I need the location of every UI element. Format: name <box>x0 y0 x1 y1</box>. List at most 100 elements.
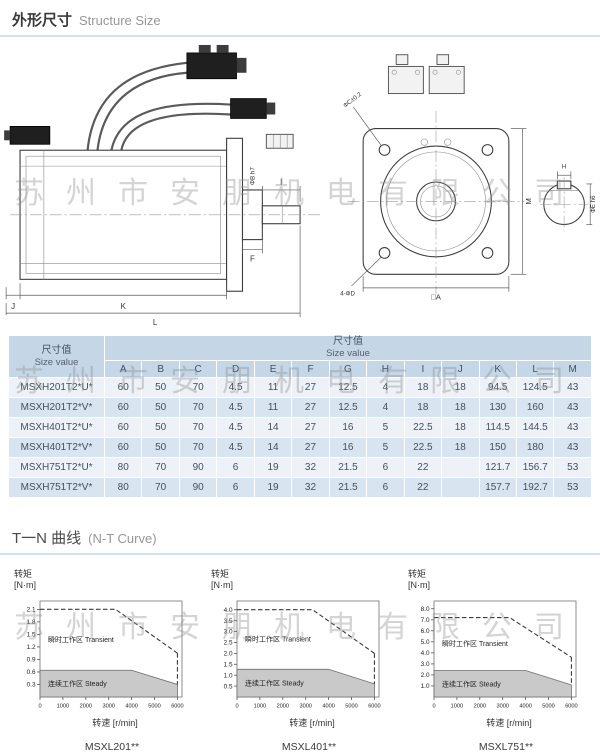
svg-text:2.0: 2.0 <box>421 672 430 679</box>
x-axis-label: 转速 [r/min] <box>92 718 138 728</box>
svg-text:3000: 3000 <box>496 704 508 710</box>
svg-text:1.5: 1.5 <box>224 661 233 668</box>
svg-text:1.0: 1.0 <box>421 683 430 690</box>
value-cell: 90 <box>178 477 218 498</box>
svg-text:4.0: 4.0 <box>421 650 430 657</box>
mounting-hole-icon <box>481 247 494 259</box>
table-col-header: A <box>103 360 143 378</box>
value-cell: 130 <box>478 397 517 418</box>
dim-label-k: K <box>121 302 127 311</box>
value-cell: 18 <box>403 397 443 418</box>
value-cell: 70 <box>178 437 218 458</box>
value-cell: 60 <box>103 417 143 438</box>
table-col-header: K <box>478 360 517 378</box>
svg-text:6.0: 6.0 <box>421 628 430 635</box>
group-header-cell: 尺寸值 Size value <box>104 335 592 361</box>
svg-text:5.0: 5.0 <box>421 639 430 646</box>
y-axis-label: 转矩[N·m] <box>211 569 233 590</box>
motor-side-view-drawing: J K L I F ΦB h7 <box>4 44 322 327</box>
value-cell: 80 <box>103 477 143 498</box>
encoder-connector-icon <box>230 98 267 119</box>
chart-model-label: MSXL751** <box>478 741 534 753</box>
value-cell: 5 <box>366 437 405 458</box>
svg-text:3000: 3000 <box>299 704 311 710</box>
structure-title-cn: 外形尺寸 <box>12 12 73 29</box>
svg-text:0: 0 <box>432 704 435 710</box>
value-cell: 124.5 <box>515 377 555 398</box>
svg-text:0: 0 <box>235 704 238 710</box>
shaft-detail-drawing: H ΦE h6 <box>539 163 596 232</box>
mounting-hole-icon <box>378 144 391 156</box>
connector-front-icon <box>387 65 424 95</box>
row-header-en: Size value <box>34 356 79 368</box>
value-cell: 4 <box>366 397 405 418</box>
svg-text:3000: 3000 <box>102 704 114 710</box>
value-cell: 180 <box>515 437 555 458</box>
value-cell: 18 <box>441 417 480 438</box>
svg-text:1000: 1000 <box>451 704 463 710</box>
value-cell: 50 <box>141 417 180 438</box>
row-header-cell: 尺寸值 Size value <box>8 335 105 378</box>
chart-model-label: MSXL201** <box>84 741 140 753</box>
value-cell: 80 <box>103 457 143 478</box>
model-cell: MSXH401T2*U* <box>8 417 105 438</box>
model-cell: MSXH751T2*V* <box>8 477 105 498</box>
value-cell: 53 <box>553 457 592 478</box>
model-cell: MSXH201T2*V* <box>8 397 105 418</box>
model-cell: MSXH751T2*U* <box>8 457 105 478</box>
value-cell: 32 <box>291 477 330 498</box>
value-cell: 70 <box>178 397 218 418</box>
value-cell: 12.5 <box>328 397 368 418</box>
table-col-header: L <box>515 360 555 378</box>
value-cell: 22.5 <box>403 437 443 458</box>
value-cell: 22.5 <box>403 417 443 438</box>
svg-text:0.5: 0.5 <box>224 683 233 690</box>
value-cell: 12.5 <box>328 377 368 398</box>
value-cell: 11 <box>253 397 293 418</box>
group-header-en: Size value <box>326 348 370 359</box>
svg-text:瞬时工作区 Transient: 瞬时工作区 Transient <box>442 639 508 648</box>
value-cell: 60 <box>103 377 143 398</box>
value-cell: 14 <box>253 437 293 458</box>
table-col-header: D <box>216 360 255 378</box>
svg-text:0.9: 0.9 <box>27 657 36 664</box>
value-cell: 144.5 <box>515 417 555 438</box>
svg-text:3.5: 3.5 <box>224 618 233 625</box>
group-header-cn: 尺寸值 <box>333 336 363 347</box>
value-cell: 70 <box>141 457 180 478</box>
value-cell: 19 <box>253 477 293 498</box>
table-col-header: H <box>366 360 405 378</box>
table-col-header: E <box>253 360 293 378</box>
curve-title-cn: T一N 曲线 <box>12 530 82 547</box>
value-cell: 16 <box>328 417 368 438</box>
value-cell: 160 <box>515 397 555 418</box>
svg-text:6000: 6000 <box>565 704 577 710</box>
svg-text:5000: 5000 <box>542 704 554 710</box>
dim-label-m: M <box>524 198 533 204</box>
svg-text:连续工作区 Steady: 连续工作区 Steady <box>48 679 107 688</box>
svg-text:1000: 1000 <box>57 704 69 710</box>
value-cell: 18 <box>403 377 443 398</box>
table-col-header: I <box>403 360 443 378</box>
side-connector-icon <box>9 125 51 145</box>
svg-text:2.1: 2.1 <box>27 607 36 614</box>
model-cell: MSXH401T2*V* <box>8 437 105 458</box>
table-col-header: M <box>553 360 592 378</box>
structure-drawings: J K L I F ΦB h7 <box>0 37 600 329</box>
svg-text:2000: 2000 <box>80 704 92 710</box>
value-cell: 11 <box>253 377 293 398</box>
power-connector-icon <box>186 52 237 80</box>
value-cell: 27 <box>291 437 330 458</box>
value-cell: 27 <box>291 377 330 398</box>
value-cell: 6 <box>366 477 405 498</box>
value-cell: 19 <box>253 457 293 478</box>
nt-curve-header: T一N 曲线(N-T Curve) <box>0 518 600 555</box>
value-cell: 150 <box>478 437 517 458</box>
value-cell: 60 <box>103 397 143 418</box>
